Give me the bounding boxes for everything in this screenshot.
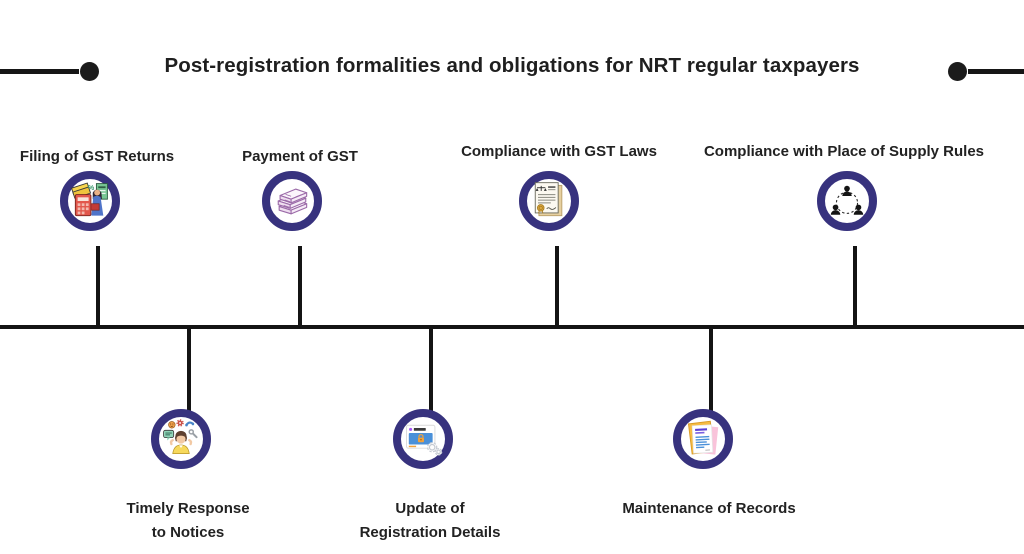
label-timely-response: Timely Response to Notices: [126, 500, 250, 541]
timeline-item-update-registration: [393, 409, 453, 469]
title-right-line: [968, 69, 1024, 74]
label-compliance-place-of-supply: Compliance with Place of Supply Rules: [703, 143, 985, 160]
timeline-spine: [0, 325, 1024, 329]
calculator-accountant-icon: %: [70, 182, 108, 217]
page-title: Post-registration formalities and obliga…: [164, 54, 860, 77]
connector-top-4: [853, 246, 857, 327]
legal-document-seal-icon: [534, 182, 563, 217]
connector-bottom-2: [429, 327, 433, 411]
label-payment-of-gst: Payment of GST: [242, 148, 358, 165]
timeline-item-filing-gst-returns: %: [60, 171, 120, 231]
title-right-dot-icon: [948, 62, 967, 81]
title-left-line: [0, 69, 79, 74]
connector-bottom-3: [709, 327, 713, 411]
support-person-icon: [163, 419, 198, 455]
connector-top-1: [96, 246, 100, 327]
label-update-registration: Update of Registration Details: [359, 500, 501, 541]
title-left-dot-icon: [80, 62, 99, 81]
timeline-item-payment-of-gst: [262, 171, 322, 231]
browser-settings-icon: [406, 424, 443, 456]
connector-bottom-1: [187, 327, 191, 411]
records-folder-icon: [687, 420, 719, 455]
label-maintenance-records: Maintenance of Records: [622, 500, 796, 517]
label-filing-gst-returns: Filing of GST Returns: [19, 148, 175, 165]
timeline-item-timely-response: [151, 409, 211, 469]
svg-text:%: %: [88, 183, 95, 192]
timeline-item-compliance-place-of-supply: [817, 171, 877, 231]
connector-top-2: [298, 246, 302, 327]
money-stack-icon: [277, 188, 308, 215]
connector-top-3: [555, 246, 559, 327]
label-compliance-gst-laws: Compliance with GST Laws: [461, 143, 657, 160]
timeline-item-compliance-gst-laws: [519, 171, 579, 231]
timeline-item-maintenance-records: [673, 409, 733, 469]
people-network-icon: [830, 185, 864, 215]
